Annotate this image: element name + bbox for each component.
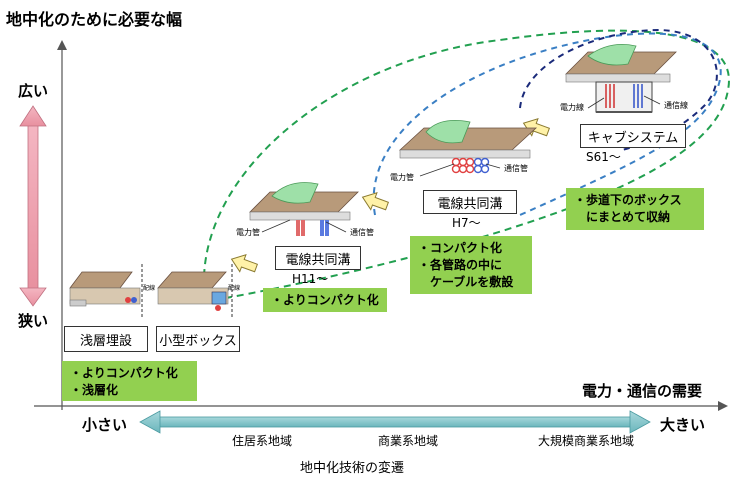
label-comm-line-cab: 通信線 [664, 101, 688, 110]
method-cab-system: キャブシステム [580, 124, 686, 148]
y-axis-title: 地中化のために必要な幅 [6, 10, 183, 29]
width-double-arrow [19, 105, 47, 307]
label-tiny-shallow: 配線 [143, 285, 156, 292]
note-h7-line-2: ・各管路の中に [418, 258, 503, 272]
label-tiny-small-box: 配線 [228, 285, 241, 292]
x-axis-left-label: 小さい [82, 416, 128, 434]
note-shallow-line-2: ・浅層化 [70, 383, 119, 397]
illustration-shallow [69, 264, 143, 318]
region-large-commercial: 大規模商業系地域 [538, 434, 635, 448]
era-h11: H11～ [292, 272, 329, 286]
y-axis-bottom-label: 狭い [18, 312, 49, 330]
note-h7: ・コンパクト化 ・各管路の中に ケーブルを敷設 [410, 236, 532, 294]
note-h7-line-3: ケーブルを敷設 [418, 275, 514, 289]
progress-arrow-1 [230, 253, 259, 273]
region-commercial: 商業系地域 [378, 434, 439, 448]
note-h11: ・よりコンパクト化 [263, 288, 387, 312]
method-small-box: 小型ボックス [156, 326, 240, 352]
y-axis-arrowhead [57, 40, 67, 50]
illustration-kyodo-h11 [249, 182, 359, 236]
region-residential: 住居系地域 [232, 434, 293, 448]
x-axis-caption: 地中化技術の変遷 [300, 461, 405, 476]
label-comm-pipe-h11: 通信管 [350, 228, 374, 237]
y-axis-top-label: 広い [18, 82, 49, 100]
progress-arrow-2 [361, 191, 390, 211]
loop-blue [372, 32, 722, 216]
label-power-pipe-h7: 電力管 [390, 173, 414, 182]
illustration-cab [565, 43, 677, 113]
note-shallow-line-1: ・よりコンパクト化 [70, 366, 178, 380]
demand-double-arrow [139, 410, 651, 434]
x-axis-title: 電力・通信の需要 [582, 382, 703, 400]
era-s61: S61～ [586, 150, 621, 164]
x-axis-arrowhead [718, 401, 728, 411]
loop-green [202, 29, 730, 301]
era-h7: H7～ [452, 216, 481, 230]
note-shallow: ・よりコンパクト化 ・浅層化 [62, 361, 197, 401]
label-power-line-cab: 電力線 [560, 103, 584, 112]
illustration-small-box [157, 264, 233, 318]
x-axis-right-label: 大きい [660, 416, 706, 434]
method-shallow-box: 浅層埋設 [64, 326, 148, 352]
method-kyodo-h11: 電線共同溝 [275, 246, 361, 270]
note-cab-line-1: ・歩道下のボックス [574, 193, 682, 207]
method-kyodo-h7: 電線共同溝 [423, 190, 517, 214]
illustration-kyodo-h7 [398, 119, 538, 174]
note-h7-line-1: ・コンパクト化 [418, 241, 503, 255]
label-power-pipe-h11: 電力管 [236, 228, 260, 237]
label-comm-pipe-h7: 通信管 [504, 164, 528, 173]
note-cab-line-2: にまとめて収納 [574, 210, 671, 224]
note-h11-line-1: ・よりコンパクト化 [271, 293, 379, 307]
note-cab: ・歩道下のボックス にまとめて収納 [566, 188, 704, 230]
